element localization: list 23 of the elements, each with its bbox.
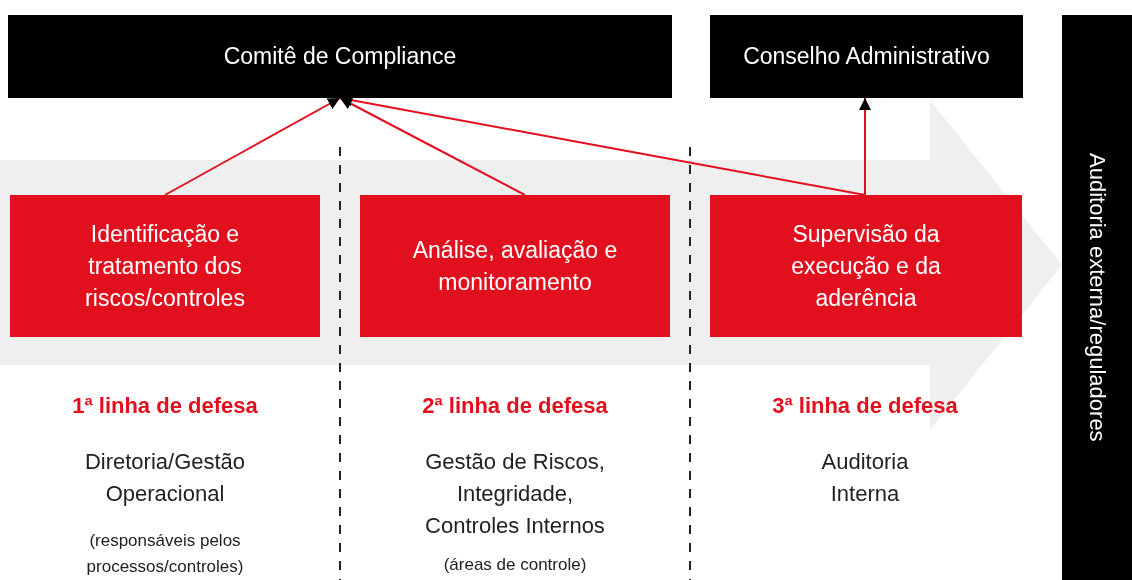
node-text: Supervisão da execução e da aderência (790, 219, 942, 314)
board-box (710, 15, 1023, 98)
process-box (10, 195, 320, 337)
note-text: (áreas de controle) (442, 554, 588, 576)
node-text: Auditoria externa/reguladores (1084, 153, 1112, 442)
node-text: Análise, avaliação e monitoramento (411, 235, 619, 297)
node-text: Comitê de Compliance (223, 42, 457, 72)
arrow (339, 97, 526, 196)
arrow (859, 97, 871, 196)
body-text: Gestão de Riscos, Integridade, Controles Internos (424, 448, 606, 540)
external-audit-band (1062, 15, 1132, 580)
process-box (710, 195, 1022, 337)
node-text: Identificação e tratamento dos riscos/controles (84, 219, 246, 314)
body-text: Auditoria Interna (820, 448, 910, 508)
process-box (360, 195, 670, 337)
body-text: Diretoria/Gestão Operacional (83, 448, 247, 508)
arrow (164, 97, 341, 196)
note-text: (responsáveis pelos processos/controles) (85, 530, 245, 578)
line-heading: 1ª linha de defesa (71, 393, 259, 419)
committee-box (8, 15, 672, 98)
node-text: Conselho Administrativo (743, 42, 990, 72)
line-heading: 2ª linha de defesa (421, 393, 609, 419)
line-heading: 3ª linha de defesa (771, 393, 959, 419)
